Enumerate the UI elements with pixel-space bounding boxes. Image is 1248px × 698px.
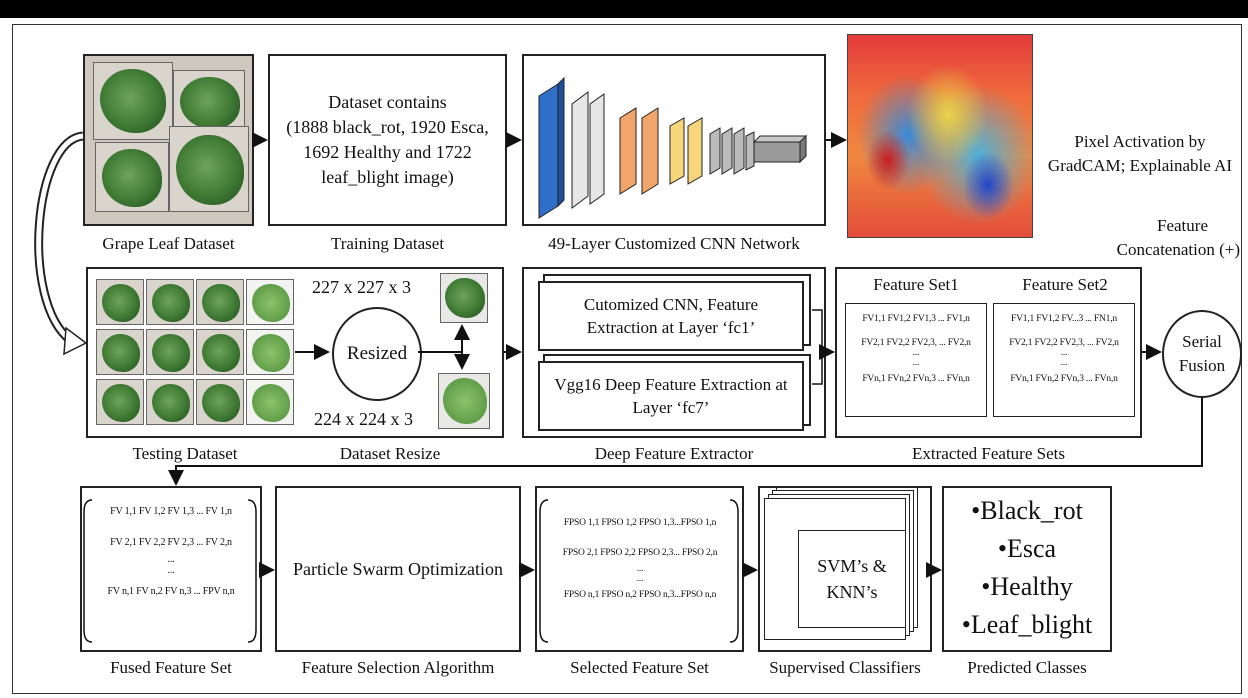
- gradcam-caption: Pixel Activation by GradCAM; Explainable…: [1040, 130, 1240, 178]
- gradcam-line-1: Pixel Activation by: [1074, 132, 1206, 151]
- custom-cnn-line-1: Cutomized CNN, Feature: [583, 295, 759, 314]
- extracted-feature-sets-caption: Extracted Feature Sets: [912, 444, 1065, 463]
- resize-bottom-dimension: 224 x 224 x 3: [314, 409, 413, 429]
- class-black-rot: •Black_rot: [971, 496, 1083, 525]
- concatenation-label: Feature Concatenation (+): [1086, 214, 1240, 262]
- top-border-bar: [0, 0, 1248, 18]
- training-line-3: 1692 Healthy and 1722: [303, 142, 472, 162]
- vgg16-line-1: Vgg16 Deep Feature Extraction at: [554, 375, 788, 394]
- fused-matrix: FV 1,1 FV 1,2 FV 1,3 ... FV 1,n FV 2,1 F…: [107, 506, 235, 597]
- leaf-photo-2: [173, 70, 245, 134]
- serial-fusion-line-1: Serial: [1182, 332, 1222, 351]
- gradcam-line-2: GradCAM; Explainable AI: [1047, 156, 1233, 175]
- resized-leaf-small: [440, 273, 488, 323]
- serial-fusion-circle: Serial Fusion: [1162, 310, 1242, 398]
- resized-leaf-large: [438, 373, 490, 429]
- cnn-network-caption: 49-Layer Customized CNN Network: [548, 234, 800, 253]
- training-line-1: Dataset contains: [328, 92, 447, 112]
- pso-box: Particle Swarm Optimization: [275, 486, 521, 652]
- training-dataset-caption: Training Dataset: [330, 234, 445, 253]
- svm-knn-card: SVM’s & KNN’s: [798, 530, 906, 628]
- classifier-line-1: SVM’s &: [817, 556, 887, 576]
- predicted-classes-box: •Black_rot •Esca •Healthy •Leaf_blight: [942, 486, 1112, 652]
- grape-leaf-dataset-image: [83, 54, 254, 226]
- training-line-4: leaf_blight image): [321, 167, 454, 187]
- custom-cnn-extraction-box: Cutomized CNN, Feature Extraction at Lay…: [538, 281, 804, 351]
- selected-feature-set-caption: Selected Feature Set: [570, 658, 709, 677]
- training-line-2: (1888 black_rot, 1920 Esca,: [286, 117, 489, 137]
- leaf-photo-4: [169, 126, 249, 212]
- feature-set1-matrix: FV1,1 FV1,2 FV1,3 ... FV1,n FV2,1 FV2,2 …: [845, 303, 987, 417]
- testing-and-resize-box: 227 x 227 x 3 Resized 224 x 224 x 3: [86, 267, 504, 438]
- cnn-network-box: [522, 54, 826, 226]
- concatenation-line-1: Feature: [1157, 216, 1208, 235]
- dataset-resize-caption: Dataset Resize: [339, 444, 441, 463]
- feature-set2-matrix: FV1,1 FV1,2 FV...3 ... FN1,n FV2,1 FV2,2…: [993, 303, 1135, 417]
- class-esca: •Esca: [997, 534, 1057, 563]
- resized-circle: Resized: [332, 307, 422, 401]
- training-dataset-box: Dataset contains (1888 black_rot, 1920 E…: [268, 54, 507, 226]
- cnn-layers-illustration: [538, 76, 808, 219]
- resize-top-dimension: 227 x 227 x 3: [312, 277, 411, 297]
- leaf-photo-3: [95, 142, 169, 212]
- supervised-classifiers-caption: Supervised Classifiers: [769, 658, 921, 677]
- vgg16-line-2: Layer ‘fc7’: [632, 398, 710, 417]
- extracted-feature-sets-box: Feature Set1 Feature Set2 FV1,1 FV1,2 FV…: [835, 267, 1142, 438]
- vgg16-extraction-box: Vgg16 Deep Feature Extraction at Layer ‘…: [538, 361, 804, 431]
- fused-feature-set-caption: Fused Feature Set: [110, 658, 232, 677]
- resized-label: Resized: [346, 343, 408, 364]
- feature-set1-title: Feature Set1: [873, 275, 959, 294]
- deep-feature-extractor-box: Cutomized CNN, Feature Extraction at Lay…: [522, 267, 826, 438]
- custom-cnn-line-2: Extraction at Layer ‘fc1’: [586, 318, 756, 337]
- class-healthy: •Healthy: [981, 572, 1073, 601]
- leaf-photo-1: [93, 62, 173, 140]
- gradcam-heatmap-image: [847, 34, 1033, 238]
- pso-label: Particle Swarm Optimization: [293, 558, 503, 579]
- fused-feature-set-box: FV 1,1 FV 1,2 FV 1,3 ... FV 1,n FV 2,1 F…: [80, 486, 262, 652]
- deep-feature-extractor-caption: Deep Feature Extractor: [594, 444, 754, 463]
- class-leaf-blight: •Leaf_blight: [961, 610, 1093, 639]
- feature-set2-title: Feature Set2: [1022, 275, 1108, 294]
- selected-matrix: FPSO 1,1 FPSO 1,2 FPSO 1,3...FPSO 1,n FP…: [562, 518, 718, 600]
- selected-feature-set-box: FPSO 1,1 FPSO 1,2 FPSO 1,3...FPSO 1,n FP…: [535, 486, 744, 652]
- predicted-classes-caption: Predicted Classes: [967, 658, 1087, 677]
- testing-dataset-grid: [96, 279, 296, 429]
- testing-dataset-caption: Testing Dataset: [132, 444, 238, 463]
- concatenation-line-2: Concatenation (+): [1116, 240, 1240, 259]
- serial-fusion-line-2: Fusion: [1178, 356, 1226, 375]
- classifier-line-2: KNN’s: [826, 582, 878, 602]
- feature-selection-caption: Feature Selection Algorithm: [301, 658, 495, 677]
- grape-leaf-dataset-caption: Grape Leaf Dataset: [102, 234, 235, 253]
